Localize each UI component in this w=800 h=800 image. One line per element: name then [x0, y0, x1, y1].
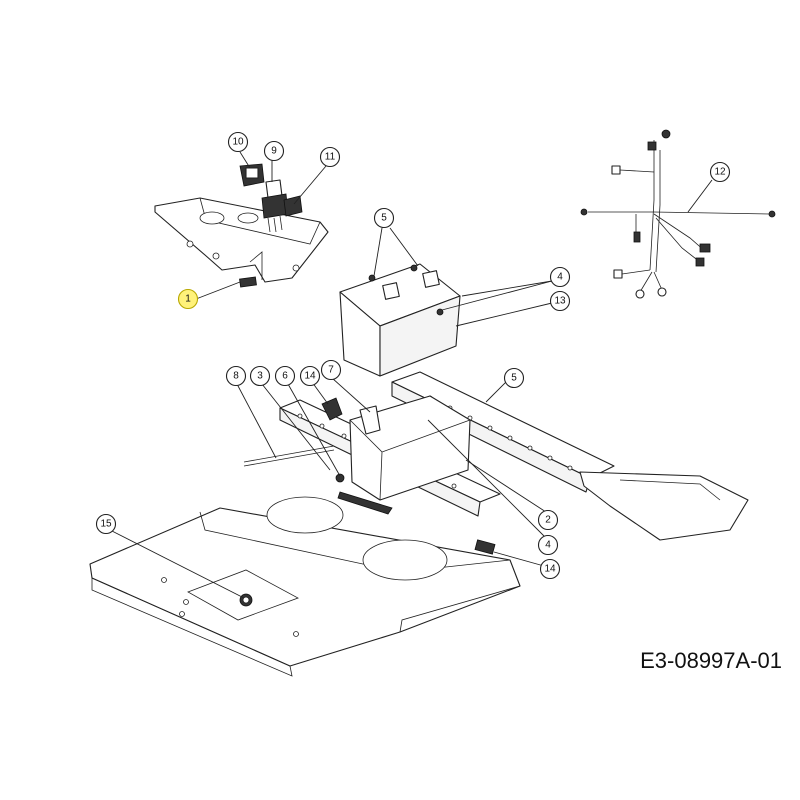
diagram-code-label: E3-08997A-01 — [640, 648, 782, 673]
svg-text:5: 5 — [511, 373, 517, 384]
svg-text:7: 7 — [328, 365, 334, 376]
floor-pan — [89, 496, 521, 677]
pto-switch — [283, 195, 303, 217]
callout-7: 7 — [320, 359, 342, 381]
connector-14-lower — [474, 539, 496, 555]
svg-text:12: 12 — [714, 167, 726, 178]
callout-5-b: 5 — [503, 367, 525, 389]
svg-text:4: 4 — [557, 272, 563, 283]
leader-lines — [109, 151, 713, 599]
svg-text:15: 15 — [100, 519, 112, 530]
hold-down-rod — [243, 445, 335, 467]
battery — [339, 263, 461, 377]
svg-text:4: 4 — [545, 540, 551, 551]
wiring-harness — [580, 129, 776, 299]
svg-text:6: 6 — [282, 371, 288, 382]
callout-8: 8 — [225, 365, 247, 387]
callout-5-a: 5 — [373, 207, 395, 229]
battery-tray — [337, 395, 471, 515]
svg-text:1: 1 — [185, 294, 191, 305]
callout-14-b: 14 — [539, 558, 561, 580]
svg-text:11: 11 — [325, 152, 336, 163]
svg-text:2: 2 — [545, 515, 551, 526]
callout-11: 11 — [319, 146, 341, 168]
callout-12: 12 — [709, 161, 731, 183]
svg-text:5: 5 — [381, 213, 387, 224]
callout-9: 9 — [263, 140, 285, 162]
throttle-knob — [261, 179, 289, 233]
key-switch — [239, 163, 265, 187]
svg-text:14: 14 — [304, 371, 316, 382]
callout-2: 2 — [537, 509, 559, 531]
svg-text:10: 10 — [232, 137, 244, 148]
dash-panel — [154, 197, 329, 288]
svg-text:8: 8 — [233, 371, 239, 382]
callout-6: 6 — [274, 365, 296, 387]
callout-15: 15 — [95, 513, 117, 535]
svg-text:14: 14 — [544, 564, 556, 575]
svg-text:9: 9 — [271, 146, 277, 157]
bracket-part — [359, 405, 381, 435]
callouts: 1 2 3 4 4 5 5 6 7 8 9 10 11 12 13 14 14 … — [95, 131, 731, 580]
callout-3: 3 — [249, 365, 271, 387]
bolt-6 — [335, 473, 345, 483]
callout-1: 1 — [177, 288, 199, 310]
callout-13: 13 — [549, 290, 571, 312]
callout-4-a: 4 — [549, 266, 571, 288]
svg-text:13: 13 — [554, 296, 566, 307]
callout-10: 10 — [227, 131, 249, 153]
callout-4-b: 4 — [537, 534, 559, 556]
svg-text:3: 3 — [257, 371, 263, 382]
callout-14-a: 14 — [299, 365, 321, 387]
relay-part — [321, 397, 343, 421]
